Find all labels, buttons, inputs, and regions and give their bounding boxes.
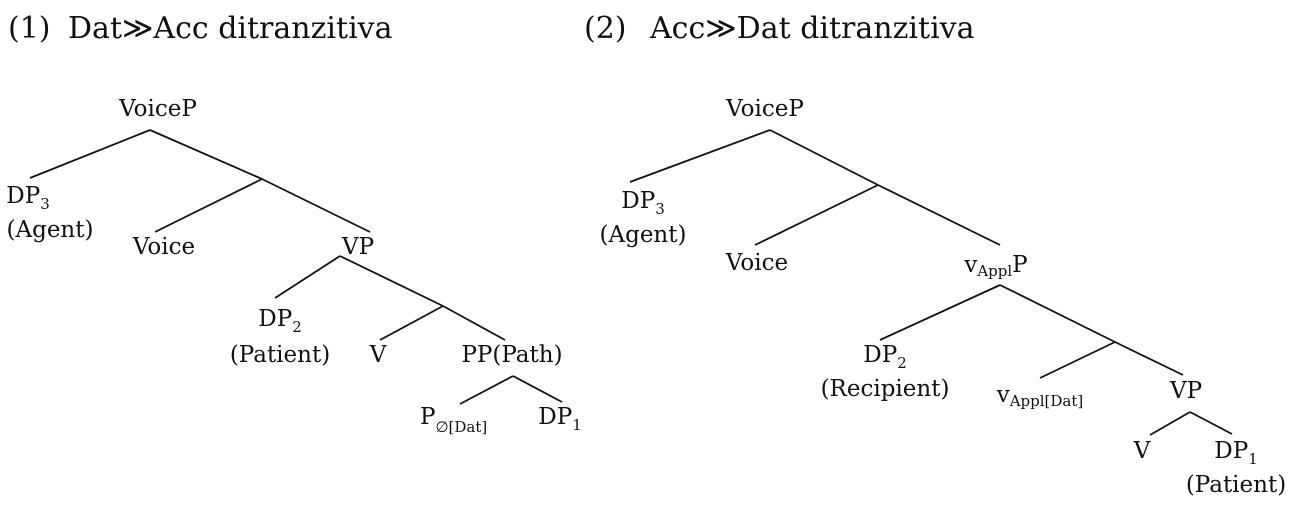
tree1-dp3-label: DP3 <box>6 183 49 213</box>
edge-pp-dp1 <box>512 375 563 403</box>
edge2-voicep-dp3 <box>629 129 771 183</box>
example-1-title: Dat≫Acc ditranzitiva <box>68 11 393 46</box>
example-2-number: (2) <box>584 11 627 46</box>
tree2-recipient-label: (Recipient) <box>821 376 950 402</box>
edge-vbar2-pp <box>442 305 506 341</box>
tree2-agent-label: (Agent) <box>600 222 687 248</box>
tree1-patient-label: (Patient) <box>230 342 330 368</box>
tree2-patient-label: (Patient) <box>1186 472 1286 498</box>
edge-vbar-vp <box>261 178 371 233</box>
edge-pp-p <box>459 375 514 405</box>
tree1-voice-label: Voice <box>132 234 195 260</box>
edge2-vbar-vappldat <box>1039 341 1116 379</box>
edge2-vbar-voice <box>754 184 879 246</box>
edge-vbar2-v <box>379 305 444 341</box>
tree1-agent-label: (Agent) <box>7 217 94 243</box>
edge2-vbar-vapplp <box>877 184 1001 246</box>
tree1-p-label: P∅[Dat] <box>420 404 487 436</box>
edge-vp-dp2 <box>274 255 341 299</box>
tree2-voicep-label: VoiceP <box>725 96 804 122</box>
example-1-number: (1) <box>8 11 51 46</box>
edge-voicep-vbar <box>149 129 263 180</box>
example-2-title: Acc≫Dat ditranzitiva <box>649 11 975 46</box>
tree2-dp1-label: DP1 <box>1214 438 1257 468</box>
tree2-voice-label: Voice <box>725 250 788 276</box>
tree2-v-label: V <box>1133 438 1151 464</box>
edge2-vapplp-vbar <box>999 284 1116 343</box>
edge2-voicep-vbar <box>769 129 879 186</box>
edge2-vbar-vp <box>1114 341 1184 376</box>
tree1-vp-label: VP <box>341 234 374 260</box>
tree1-voicep-label: VoiceP <box>118 96 197 122</box>
tree1-dp1-label: DP1 <box>538 404 581 434</box>
tree2-vappldat-label: vAppl[Dat] <box>996 382 1084 410</box>
tree1-v-label: V <box>369 342 387 368</box>
tree2-dp2-label: DP2 <box>863 342 906 372</box>
edge-vbar-voice <box>154 178 263 233</box>
edge2-vp-v <box>1149 411 1191 436</box>
edge2-vp-dp1 <box>1189 411 1233 435</box>
tree-2: VoiceP DP3 (Agent) Voice vApplP DP2 (Rec… <box>600 96 1287 498</box>
edge2-vapplp-dp2 <box>879 284 1001 341</box>
tree1-pp-label: PP(Path) <box>461 342 562 368</box>
example-1-header: (1) Dat≫Acc ditranzitiva <box>8 11 393 46</box>
tree2-dp3-label: DP3 <box>621 188 664 218</box>
example-2-header: (2) Acc≫Dat ditranzitiva <box>584 11 975 46</box>
tree-1: VoiceP DP3 (Agent) Voice VP DP2 (Patient… <box>6 96 581 436</box>
edge-voicep-dp3 <box>29 129 151 179</box>
tree2-vp-label: VP <box>1169 378 1202 404</box>
tree1-dp2-label: DP2 <box>258 306 301 336</box>
tree2-vapplp-label: vApplP <box>963 252 1027 280</box>
edge-vp-vbar2 <box>339 255 444 307</box>
